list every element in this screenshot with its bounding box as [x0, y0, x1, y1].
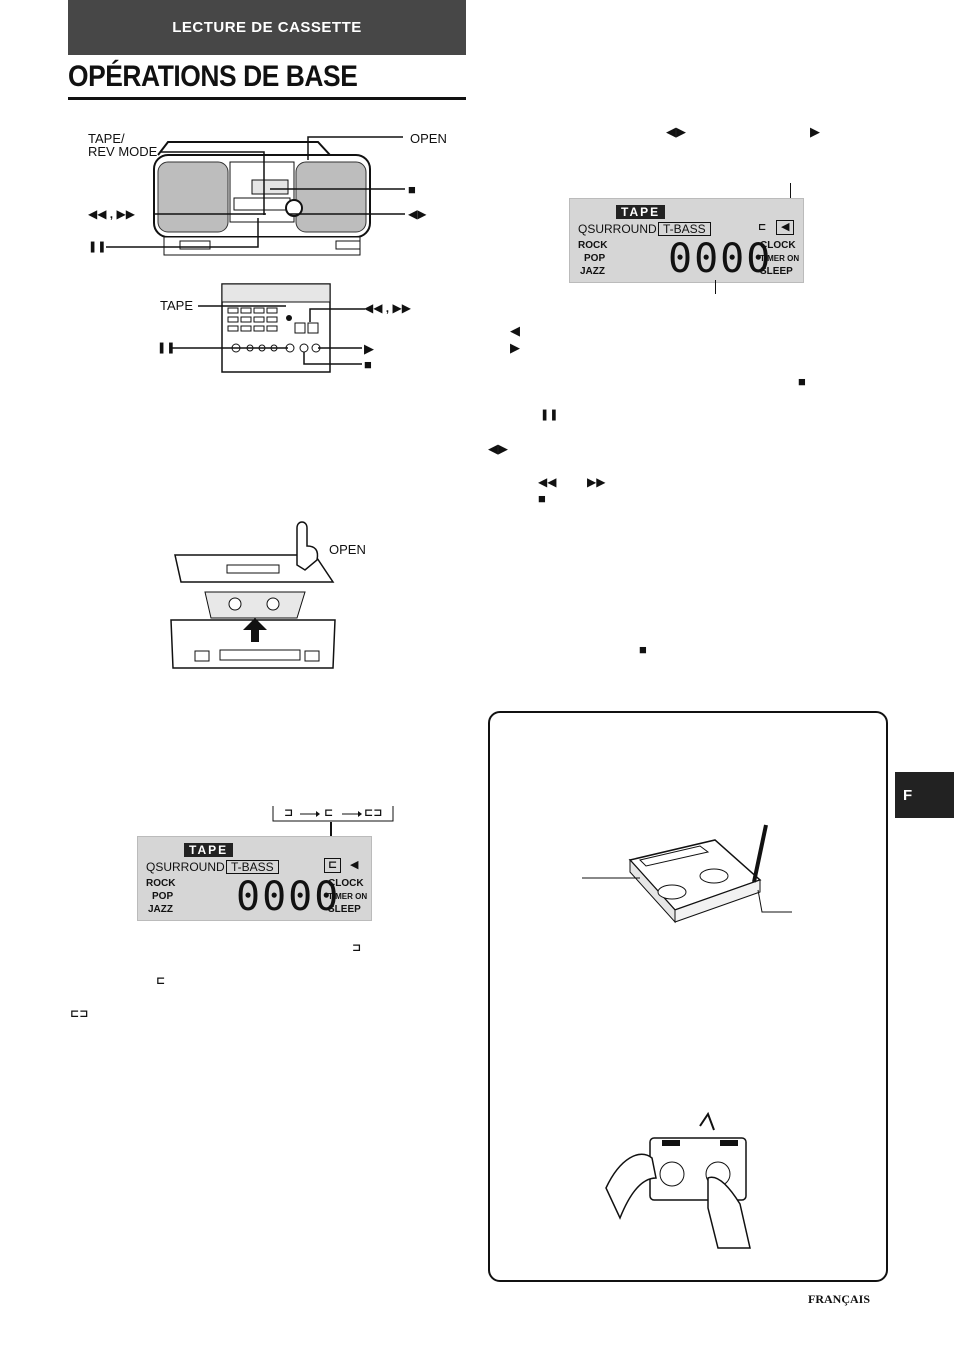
rc-reverse-arrow: ◀ [510, 323, 520, 338]
rc-pause: ❚❚ [540, 409, 559, 421]
cassette-insert-drawing [170, 521, 336, 669]
tbass-indicator: T-BASS [226, 860, 279, 874]
clock-indicator: CLOCK [760, 240, 796, 251]
open-figure [165, 520, 345, 670]
rc-rewind: ◀◀ [538, 475, 557, 489]
rc-stop: ■ [798, 374, 806, 389]
right-top-play-dir: ◀▶ [666, 124, 686, 139]
rc-fast-forward: ▶▶ [587, 475, 606, 489]
footer-language: FRANÇAIS [808, 1292, 871, 1306]
rock-indicator: ROCK [146, 878, 176, 889]
right-lcd-pointer-bottom [715, 280, 716, 294]
rev-mode-one-side-icon: ⊐ [284, 807, 294, 819]
sleep-indicator: SLEEP [760, 266, 793, 277]
label-pause: ❚❚ [88, 241, 107, 253]
label-play-direction: ◀▶ [408, 207, 427, 221]
rev-icon: ⊏ [758, 222, 767, 233]
page-title: OPÉRATIONS DE BASE [68, 60, 358, 93]
label-tape: TAPE [160, 298, 193, 313]
note-one-side-icon: ⊐ [352, 942, 362, 954]
label-remote-pause: ❚❚ [157, 342, 176, 354]
panel-drawing [170, 283, 365, 373]
rev-sequence: ⊐ ⊏ ⊏⊐ [272, 805, 394, 823]
care-box [488, 711, 888, 1282]
label-stop: ■ [408, 182, 416, 197]
jazz-indicator: JAZZ [580, 266, 605, 277]
timer-on-indicator: TIMER ON [760, 254, 800, 263]
cassette-tab-figure [580, 820, 800, 945]
tbass-indicator: T-BASS [658, 222, 711, 236]
cassette-tighten-figure [600, 1108, 780, 1258]
display-panel-left: TAPE QSURROUND T-BASS ⊏ ◀ ROCK POP JAZZ … [137, 836, 372, 921]
note-both-sides-icon: ⊏ [156, 975, 166, 987]
rc-forward-arrow: ▶ [510, 340, 520, 355]
pop-indicator: POP [152, 891, 174, 902]
sleep-indicator: SLEEP [328, 904, 361, 915]
clock-indicator: CLOCK [328, 878, 364, 889]
cassette-tighten-drawing [605, 1111, 751, 1249]
language-tab: F [895, 772, 954, 818]
tape-indicator: TAPE [184, 843, 234, 857]
label-rew-ff: ◀◀ , ▶▶ [88, 207, 135, 221]
unit-figure [68, 120, 468, 270]
panel-figure [150, 280, 430, 380]
rev-icon: ⊏ [324, 858, 342, 873]
tape-counter: 0000 [236, 874, 341, 920]
note-endless-icon: ⊏⊐ [70, 1008, 89, 1020]
qsurround-indicator: QSURROUND [146, 860, 225, 874]
rev-mode-both-sides-icon: ⊏ [324, 807, 334, 819]
jazz-indicator: JAZZ [148, 904, 173, 915]
label-open: OPEN [410, 131, 447, 146]
label-remote-stop: ■ [364, 357, 372, 372]
boombox-drawing [106, 136, 405, 256]
rev-mode-endless-icon: ⊏⊐ [364, 807, 383, 819]
tape-counter: 0000 [668, 236, 773, 282]
rc-stop-2: ■ [538, 491, 546, 506]
direction-arrow: ◀ [350, 859, 359, 871]
direction-arrow: ◀ [776, 220, 795, 235]
label-open-door: OPEN [329, 542, 366, 557]
rc-stop-3: ■ [639, 642, 647, 657]
section-banner: LECTURE DE CASSETTE [68, 0, 466, 55]
label-remote-play: ▶ [364, 341, 374, 356]
timer-on-indicator: TIMER ON [328, 892, 368, 901]
right-top-play: ▶ [810, 124, 820, 139]
qsurround-indicator: QSURROUND [578, 222, 657, 236]
label-remote-rew-ff: ◀◀ , ▶▶ [364, 301, 411, 315]
title-divider [68, 97, 466, 100]
rock-indicator: ROCK [578, 240, 608, 251]
display-panel-right: TAPE QSURROUND T-BASS ⊏ ◀ ROCK POP JAZZ … [569, 198, 804, 283]
cassette-erase-tab-drawing [582, 824, 792, 924]
label-tape-rev-mode: TAPE/ REV MODE [88, 131, 158, 159]
pop-indicator: POP [584, 253, 606, 264]
rc-play-dir: ◀▶ [488, 441, 508, 456]
tape-indicator: TAPE [616, 205, 666, 219]
